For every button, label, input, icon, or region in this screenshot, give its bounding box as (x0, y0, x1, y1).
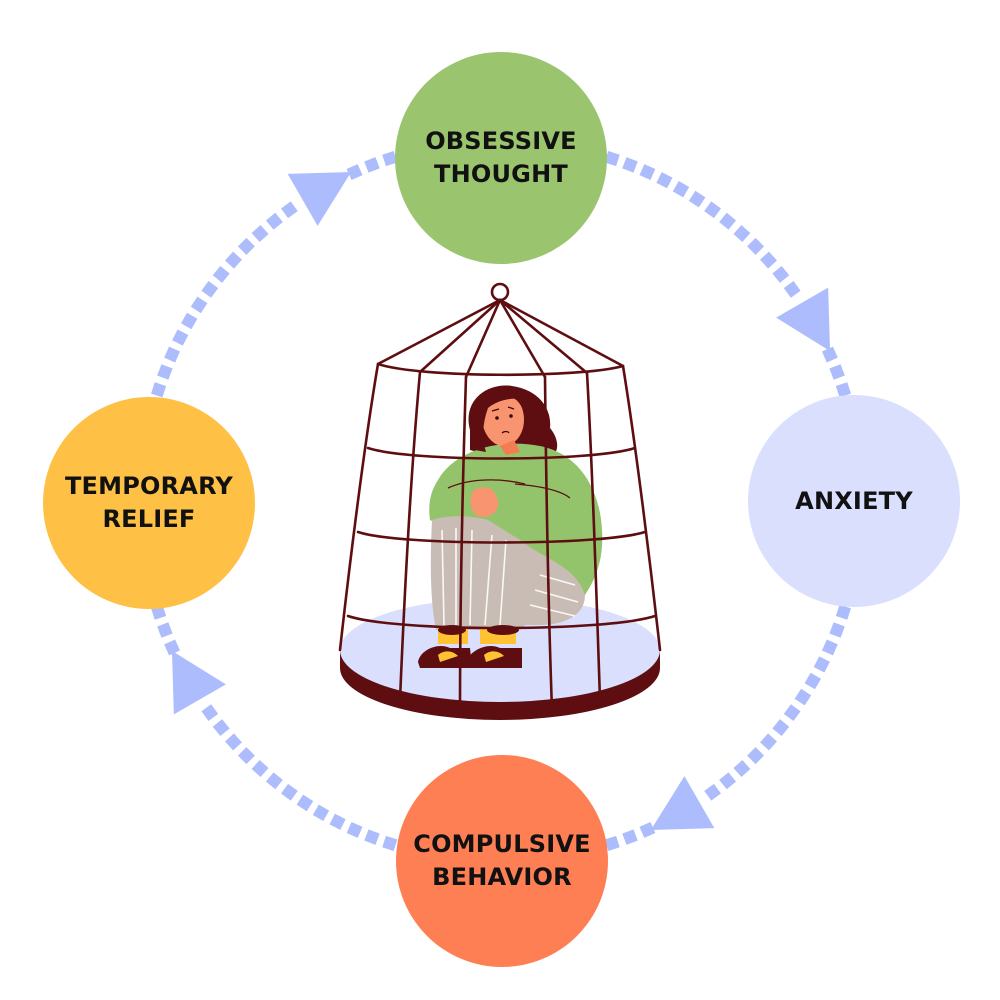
node-label-line: THOUGHT (434, 160, 568, 188)
arrow-dash (804, 672, 821, 690)
arrow-dash (251, 225, 269, 242)
arrow-dash (225, 733, 242, 751)
arrow-relief-to-obsessive (151, 151, 398, 398)
node-label: ANXIETY (795, 485, 913, 518)
arrow-dash (346, 164, 363, 181)
hands (470, 487, 499, 518)
arrow-dash (151, 382, 167, 398)
arrow-dash (835, 382, 851, 398)
node-label: TEMPORARY RELIEF (65, 470, 233, 536)
arrow-dash (164, 639, 181, 656)
arrow-dash (783, 281, 801, 298)
arrow-dash (157, 364, 173, 380)
arrow-dash (201, 281, 219, 298)
arrow-dash (265, 212, 283, 230)
arrow-dash (364, 157, 380, 173)
arrow-dash (201, 704, 219, 721)
arrow-dash (747, 237, 765, 255)
arrow-dash (813, 656, 830, 673)
node-label: OBSESSIVE THOUGHT (425, 125, 577, 191)
arrow-dash (172, 329, 189, 346)
arrow-dash (212, 719, 230, 737)
node-label-line: TEMPORARY (64, 472, 234, 500)
arrow-dash (821, 346, 838, 363)
arrow-dash (225, 251, 242, 269)
arrow-dash (622, 829, 638, 845)
arrow-dash (251, 760, 269, 777)
arrow-dash (604, 151, 620, 167)
arrow-dash (639, 821, 656, 838)
arrow-dash (212, 265, 230, 283)
arrow-head (650, 776, 715, 831)
node-temporary-relief: TEMPORARY RELIEF (43, 397, 255, 609)
arrow-dash (794, 688, 812, 706)
arrow-dash (704, 201, 721, 219)
arrow-dash (296, 794, 314, 812)
arrow-head (287, 171, 352, 226)
arrow-dash (760, 251, 777, 269)
arrow-dash (772, 719, 790, 737)
woman-figure (418, 385, 603, 668)
arrow-dash (164, 346, 181, 363)
node-compulsive-behavior: COMPULSIVE BEHAVIOR (396, 755, 608, 967)
arrow-dash (237, 237, 255, 255)
node-label-line: ANXIETY (795, 486, 913, 515)
cage-bars (338, 282, 662, 714)
arrow-dash (382, 835, 398, 851)
pants (430, 516, 585, 630)
node-obsessive-thought: OBSESSIVE THOUGHT (395, 52, 607, 264)
arrow-dash (747, 747, 765, 765)
node-anxiety: ANXIETY (748, 395, 960, 607)
face (482, 393, 525, 447)
arrow-dash (656, 172, 673, 189)
arrow-dash (760, 733, 777, 751)
arrow-dash (835, 604, 851, 620)
arrow-dash (783, 704, 801, 721)
arrow-anxiety-to-compulsive (604, 604, 851, 851)
node-label: COMPULSIVE BEHAVIOR (413, 828, 590, 894)
caged-woman-illustration (338, 282, 662, 720)
arrow-dash (719, 772, 737, 790)
arrow-obsessive-to-anxiety (604, 151, 851, 398)
arrow-dash (281, 783, 298, 801)
arrow-dash (622, 157, 638, 173)
arrow-dash (157, 622, 173, 638)
arrow-dash (733, 760, 751, 777)
node-label-line: COMPULSIVE (413, 830, 591, 858)
arrow-dash (672, 181, 690, 198)
arrow-dash (829, 364, 845, 380)
arrow-dash (312, 804, 330, 821)
arrow-dash (772, 265, 790, 283)
arrow-dash (329, 813, 346, 830)
node-label-line: BEHAVIOR (432, 863, 572, 891)
arrow-dash (733, 225, 751, 242)
arrow-head (776, 287, 831, 352)
arrow-dash (719, 212, 737, 230)
arrow-dash (237, 747, 255, 765)
arrow-dash (281, 201, 298, 219)
arrow-dash (364, 829, 380, 845)
cage-hook (490, 282, 510, 302)
arrow-dash (604, 835, 620, 851)
arrow-dash (181, 312, 198, 330)
arrow-dash (821, 639, 838, 656)
arrow-dash (688, 190, 706, 208)
arrow-dash (704, 783, 721, 801)
arrow-dash (382, 151, 398, 167)
arrow-dash (346, 821, 363, 838)
cycle-arrows (151, 151, 851, 851)
node-label-line: OBSESSIVE (425, 127, 577, 155)
arrow-dash (829, 622, 845, 638)
arrow-dash (265, 772, 283, 790)
arrow-dash (190, 296, 208, 314)
arrow-head (171, 650, 226, 715)
arrow-compulsive-to-relief (151, 604, 398, 851)
arrow-dash (639, 164, 656, 181)
node-label-line: RELIEF (102, 505, 196, 533)
